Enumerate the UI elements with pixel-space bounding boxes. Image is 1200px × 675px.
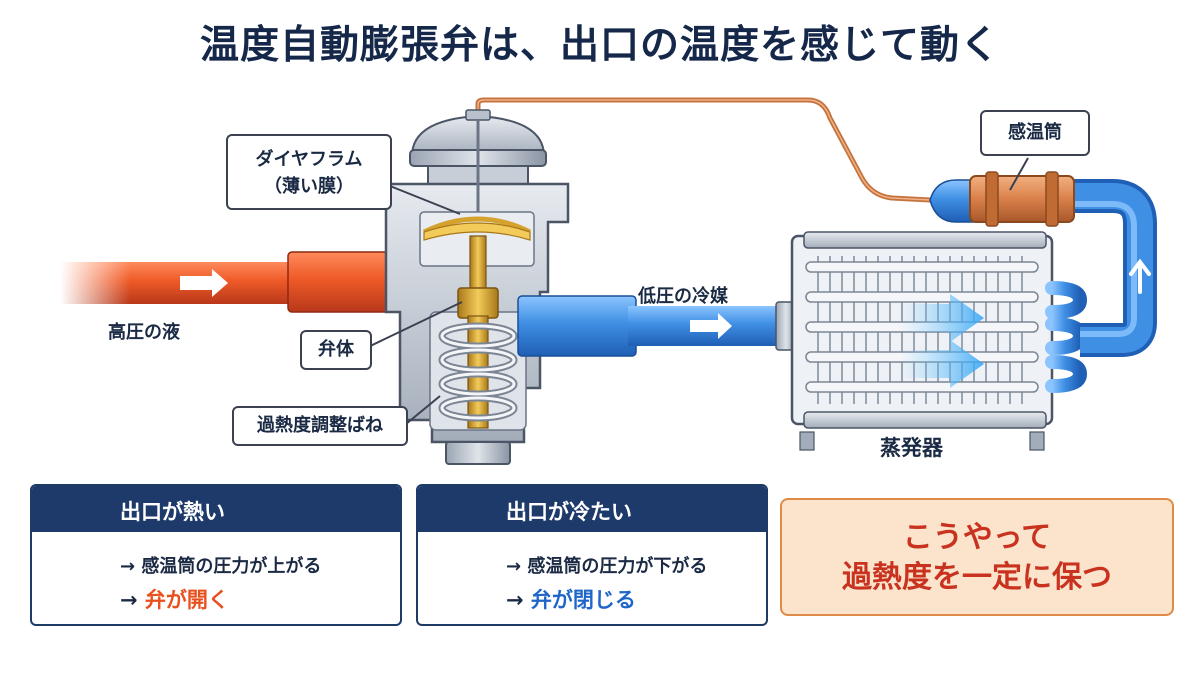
superheat-spring-callout: 過熱度調整ばね [232,406,408,446]
valve-body-leader [365,301,463,349]
hot-outlet-card: 出口が熱い → 感温筒の圧力が上がる → 弁が開く [30,484,402,626]
hot-flow-arrow [180,269,228,297]
card-cause-line: → 感温筒の圧力が下がる [506,556,708,577]
diaphragm-leader [389,185,461,215]
high-pressure-liquid-label: 高圧の液 [108,322,180,343]
card-arrow: → [506,588,524,612]
diaphragm-sublabel: （薄い膜） [264,176,354,197]
sensing-bulb-callout: 感温筒 [980,110,1090,156]
summary-note: こうやって 過熱度を一定に保つ [780,498,1174,616]
card-title: 出口が冷たい [506,500,632,524]
sensing-bulb [929,171,1075,227]
evaporator-label: 蒸発器 [880,436,943,460]
evaporator-flow-arrow-top [900,294,984,342]
spring-leader [405,395,441,425]
summary-line-2: 過熱度を一定に保つ [842,560,1112,595]
superheat-spring-label: 過熱度調整ばね [257,415,383,436]
diaphragm-callout: ダイヤフラム （薄い膜） [226,134,392,210]
high-pressure-pipe [60,251,423,313]
valve-body-label: 弁体 [318,339,354,360]
valve-body-callout: 弁体 [300,330,372,370]
card-result: 弁が開く [144,588,229,612]
suction-up-arrow [1129,258,1151,294]
low-pressure-refrigerant-label: 低圧の冷媒 [638,286,728,307]
evaporator [790,231,1088,451]
diaphragm-label: ダイヤフラム [255,149,363,170]
card-header [418,486,766,532]
card-arrow: → [120,588,138,612]
cold-outlet-card: 出口が冷たい → 感温筒の圧力が下がる → 弁が閉じる [416,484,768,626]
card-result-line: → 弁が開く [120,584,229,614]
card-header [32,486,400,532]
superheat-spring-coils [438,322,518,422]
card-result: 弁が閉じる [530,588,636,612]
page-title: 温度自動膨張弁は、出口の温度を感じて動く [199,23,1000,68]
summary-line-1: こうやって [902,520,1052,555]
cold-flow-arrow [690,313,732,339]
card-result-line: → 弁が閉じる [506,584,636,614]
sensing-bulb-label: 感温筒 [1008,122,1062,143]
expansion-valve [384,109,570,465]
card-title: 出口が熱い [120,500,225,524]
suction-pipe [1040,179,1157,357]
evaporator-flow-arrow-bottom [900,340,984,388]
sensing-bulb-leader [1009,157,1029,191]
card-cause-line: → 感温筒の圧力が上がる [120,556,322,577]
